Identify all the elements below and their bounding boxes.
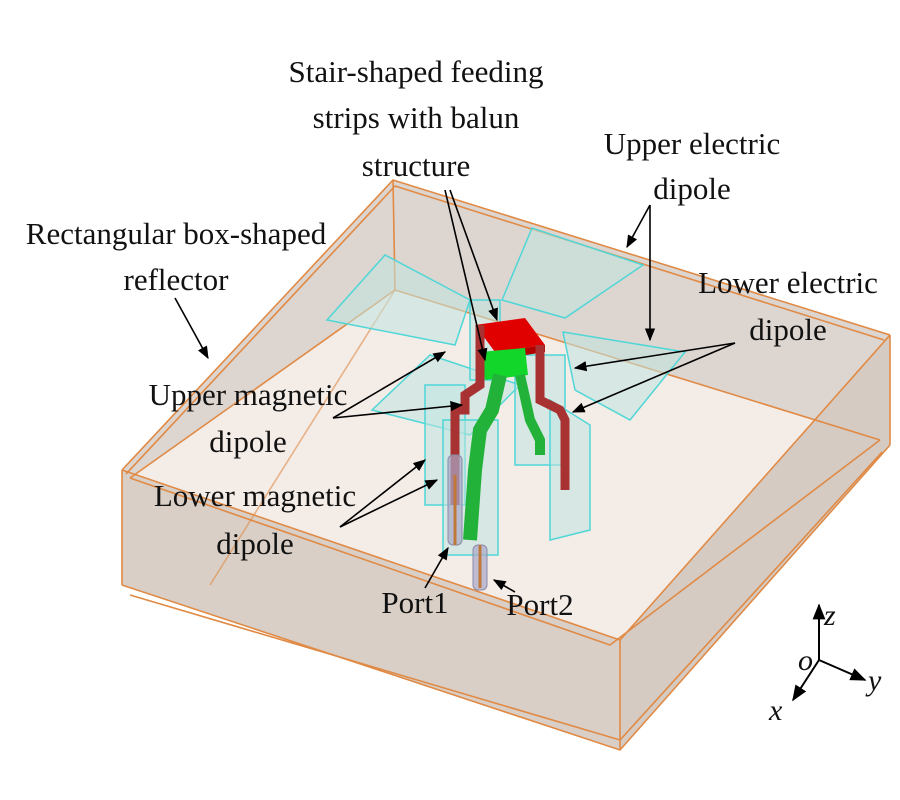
- feed-dark-red-left: [450, 325, 485, 505]
- feed-dark-red-right: [535, 345, 570, 490]
- label-reflector-line2: reflector: [124, 262, 230, 297]
- arrow-upper-magnetic-2: [332, 401, 464, 419]
- label-upper-electric-line1: Upper electric: [604, 126, 780, 161]
- feed-red-top: [475, 318, 545, 352]
- lower-electric-dipole-right: [562, 331, 687, 421]
- arrow-upper-electric-1: [626, 204, 651, 249]
- upper-electric-dipole-right: [500, 227, 645, 319]
- label-port2: Port2: [506, 587, 573, 622]
- axis-label-z: z: [823, 599, 836, 632]
- label-lower-magnetic-line1: Lower magnetic: [154, 478, 356, 513]
- label-lower-electric-line1: Lower electric: [698, 265, 878, 300]
- reflector-front-right-wall: [620, 335, 890, 750]
- arrow-lower-magnetic-1: [339, 459, 427, 528]
- arrow-lower-magnetic-2: [339, 479, 439, 528]
- arrow-lower-electric-2: [571, 342, 736, 413]
- label-feeding-strips-line1: Stair-shaped feeding: [288, 54, 543, 89]
- label-reflector-line1: Rectangular box-shaped: [26, 216, 327, 251]
- x-axis: [792, 659, 820, 702]
- reflector-floor: [130, 290, 880, 645]
- label-feeding-strips-line3: structure: [362, 148, 470, 183]
- axis-label-origin: o: [798, 644, 813, 677]
- annotation-arrows: [174, 189, 736, 593]
- label-upper-magnetic-line2: dipole: [209, 424, 287, 459]
- coax-ports: [447, 454, 488, 591]
- label-upper-magnetic-line1: Upper magnetic: [149, 377, 348, 412]
- axis-label-y: y: [865, 664, 882, 697]
- arrow-feeding-to-green: [444, 189, 488, 362]
- arrow-upper-magnetic-1: [332, 351, 447, 419]
- lower-dipole-plate-right: [549, 398, 591, 541]
- label-lower-electric-line2: dipole: [749, 312, 827, 347]
- arrow-feeding-to-red: [449, 189, 498, 322]
- arrow-port1: [424, 546, 449, 589]
- axis-label-x: x: [768, 694, 783, 727]
- coordinate-axes: z o y x: [768, 599, 882, 727]
- reflector-front-left-wall: [122, 470, 620, 750]
- label-lower-magnetic-line2: dipole: [216, 526, 294, 561]
- label-port1: Port1: [381, 585, 448, 620]
- feed-green-top: [480, 348, 528, 380]
- label-upper-electric-line2: dipole: [653, 171, 731, 206]
- reflector-box: [121, 179, 891, 751]
- label-feeding-strips-line2: strips with balun: [313, 100, 520, 135]
- labels: Stair-shaped feeding strips with balun s…: [26, 54, 878, 622]
- arrow-port2: [492, 579, 516, 593]
- reflector-back-right-wall: [393, 180, 890, 440]
- feed-green-right: [515, 373, 545, 455]
- feeding-strips: [450, 318, 570, 541]
- feed-green-center: [463, 373, 507, 541]
- y-axis: [818, 659, 867, 681]
- arrow-lower-electric-1: [573, 342, 736, 372]
- arrow-reflector: [174, 297, 209, 360]
- reflector-back-left-wall: [122, 180, 395, 478]
